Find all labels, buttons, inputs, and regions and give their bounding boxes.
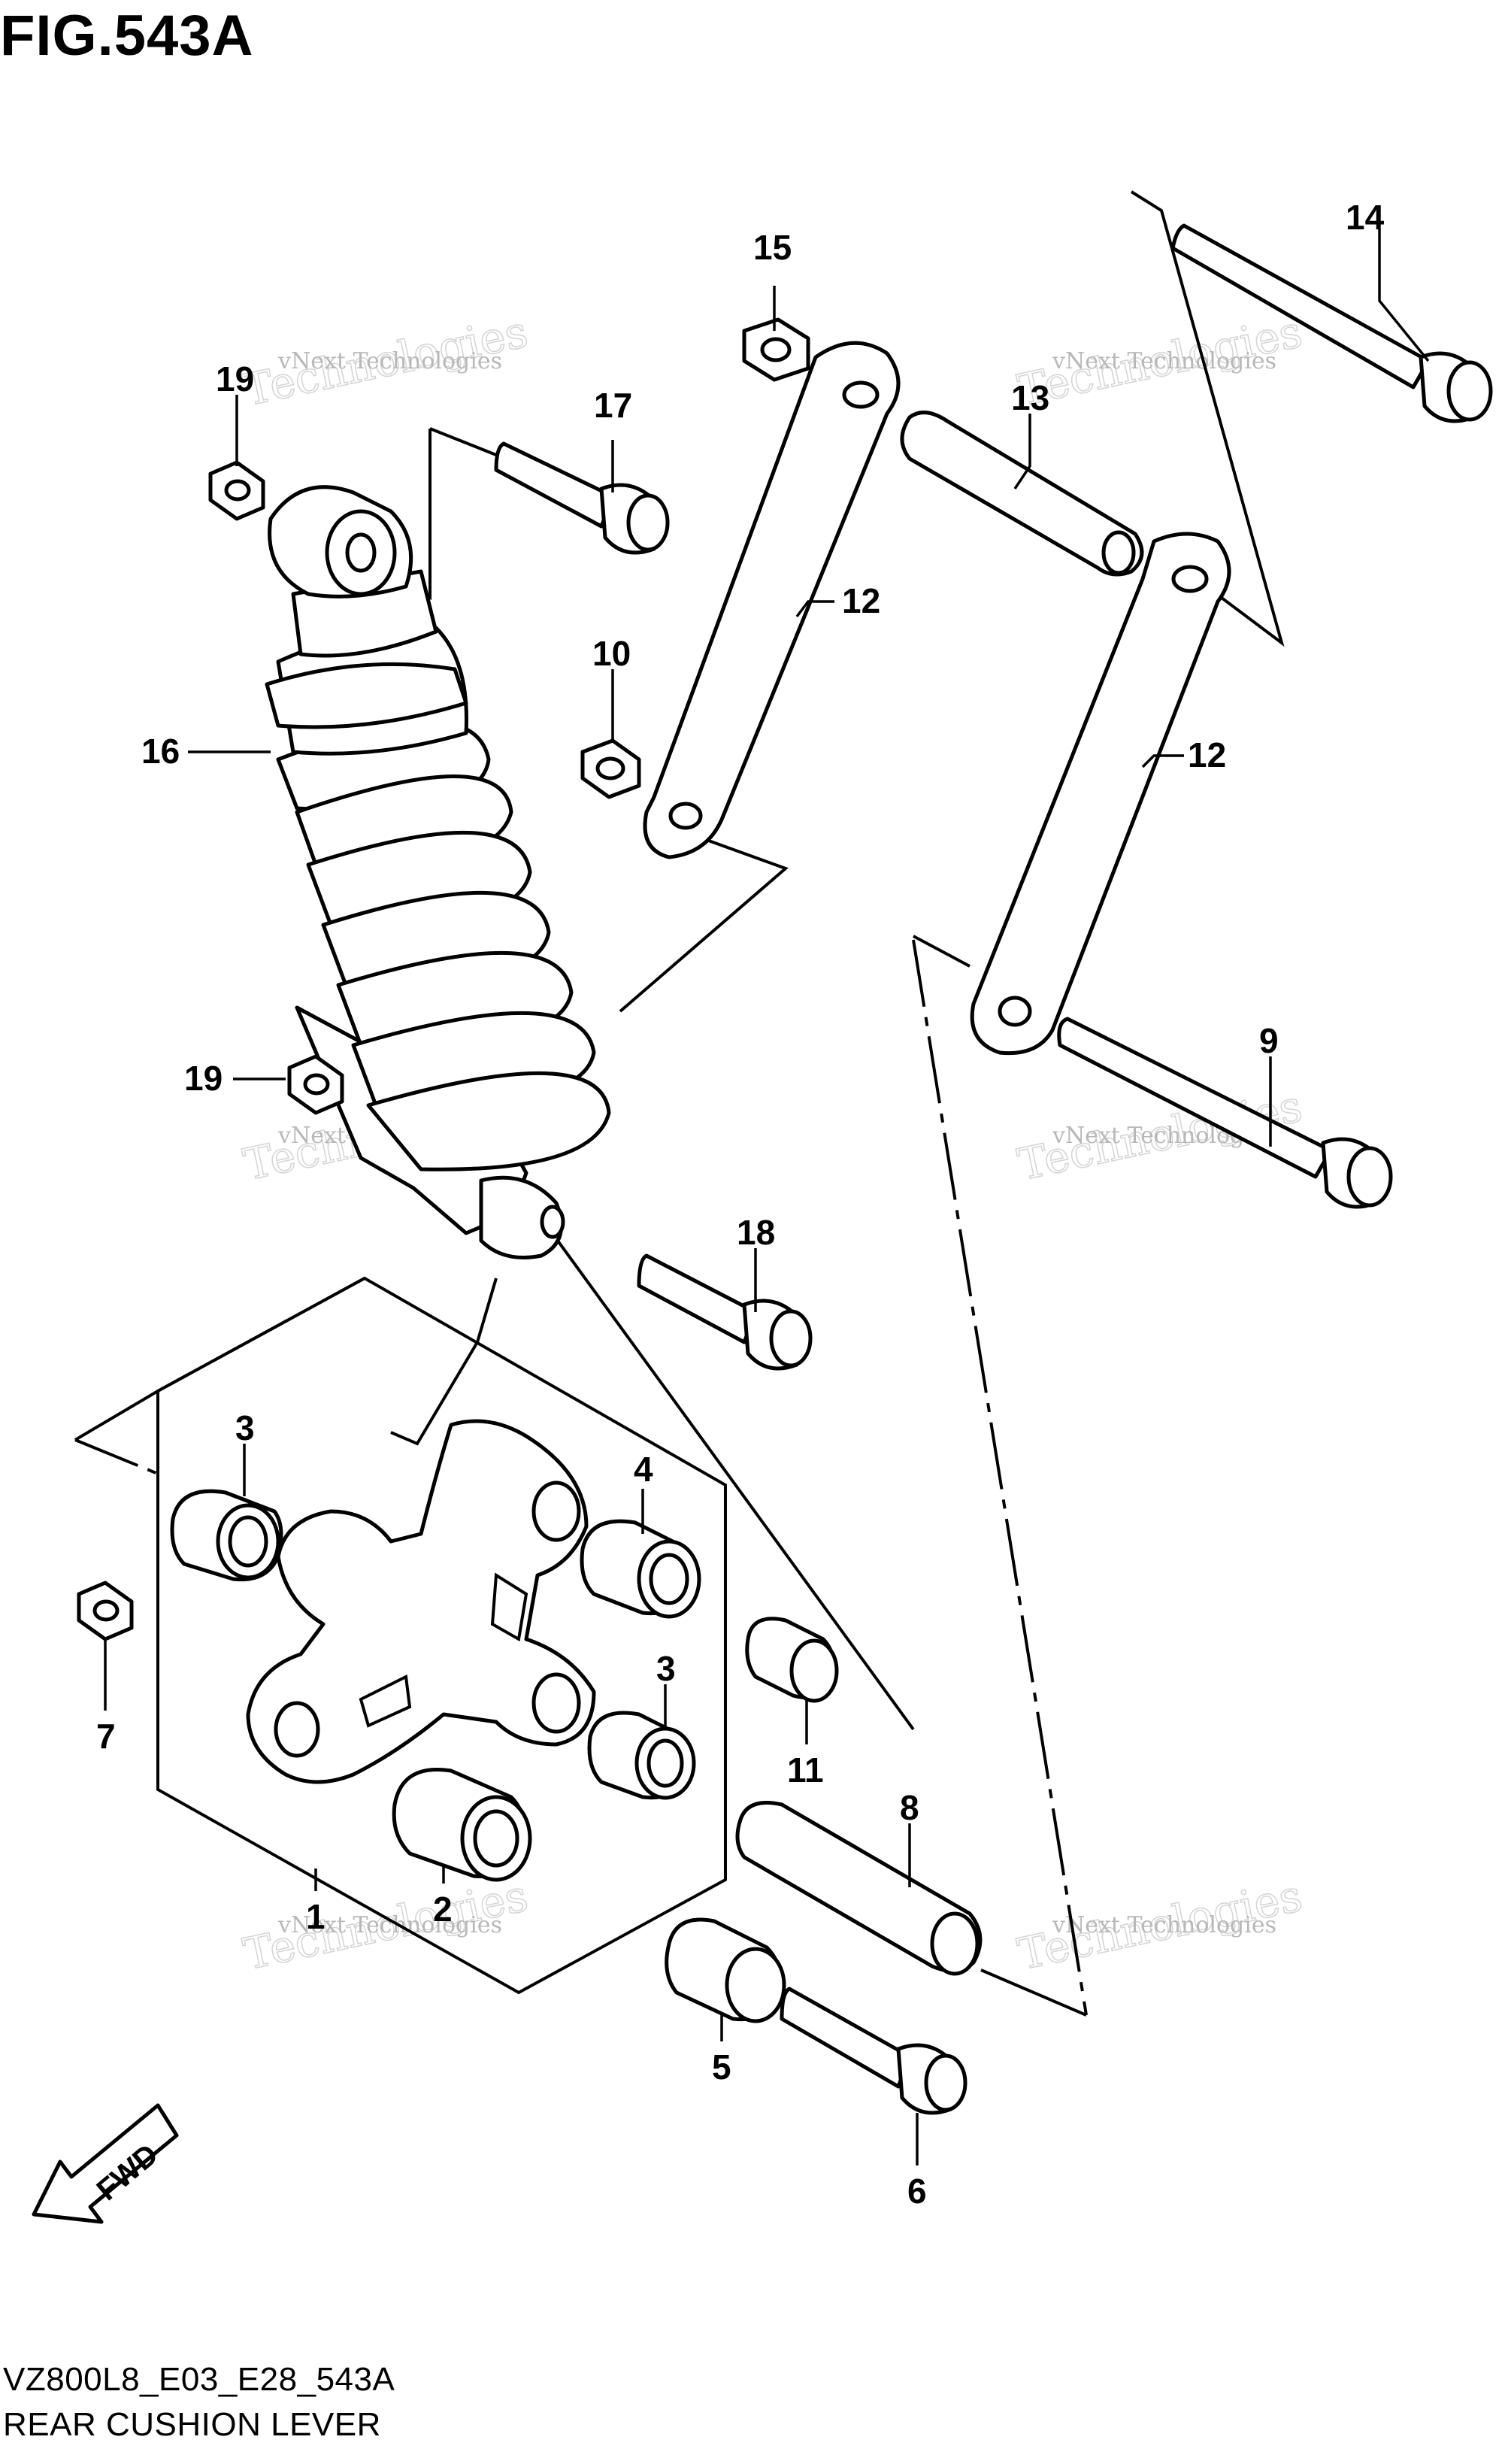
callout-17: 17 xyxy=(594,386,632,425)
callout-18: 18 xyxy=(737,1213,775,1252)
lever-hole-left xyxy=(274,1701,320,1758)
outline-bolt17-guide xyxy=(429,427,497,456)
callout-19-lower: 19 xyxy=(184,1059,223,1098)
callout-3-left: 3 xyxy=(235,1408,255,1447)
shock-top-eye-hole xyxy=(345,532,377,573)
spacer-13-end xyxy=(1101,530,1136,575)
callout-7: 7 xyxy=(96,1717,116,1756)
outline-center-dashed xyxy=(476,1277,498,1343)
spacer-13 xyxy=(900,411,1144,577)
washer-19-upper xyxy=(208,460,265,521)
outline-dashed-long xyxy=(912,939,1088,2016)
bolt-9 xyxy=(1057,1017,1393,1209)
watermark-small: vNext Technologies xyxy=(1052,1912,1276,1938)
callout-labels: 14 15 13 17 19 12 12 10 16 9 19 18 3 4 3… xyxy=(96,198,1385,2211)
cushion-link-lower-hole-bottom xyxy=(998,996,1032,1027)
bolt-17 xyxy=(494,441,670,555)
nut-10 xyxy=(580,738,641,799)
nut-7 xyxy=(77,1581,134,1641)
nut-15 xyxy=(742,317,810,382)
callout-10: 10 xyxy=(592,634,631,673)
callout-4: 4 xyxy=(634,1450,653,1489)
outline-link-bracket-lower xyxy=(913,935,971,968)
watermark-top-left: Technologies vNext Technologies xyxy=(238,305,532,417)
watermark-small: vNext Technologies xyxy=(277,1912,502,1938)
callout-12-lower: 12 xyxy=(1188,735,1226,774)
watermark-small: vNext Technologies xyxy=(1052,348,1276,374)
figure-title: FIG.543A xyxy=(0,4,254,68)
spacer-5 xyxy=(665,1917,786,2023)
cushion-lever xyxy=(246,1419,596,1784)
lever-hole-lower-right xyxy=(531,1672,581,1734)
figure-name: REAR CUSHION LEVER xyxy=(3,2406,381,2443)
outline-center-link xyxy=(390,1341,479,1446)
bearing-3-right xyxy=(587,1711,696,1800)
spacer-8 xyxy=(735,1801,983,1976)
bearing-4 xyxy=(580,1519,701,1619)
cushion-link-lower-hole-top xyxy=(1171,565,1209,593)
callout-9: 9 xyxy=(1259,1021,1279,1060)
cushion-link-lower xyxy=(970,532,1231,1056)
callout-12-upper: 12 xyxy=(842,581,880,620)
callout-3-right: 3 xyxy=(656,1649,676,1688)
rear-shock-absorber xyxy=(265,485,611,1259)
cushion-link-upper-hole-top xyxy=(842,380,880,409)
washer-19-lower xyxy=(287,1054,344,1115)
cushion-link-upper-hole-bottom xyxy=(668,802,703,830)
lever-slot xyxy=(490,1572,528,1642)
callout-19-upper: 19 xyxy=(216,359,254,399)
callout-15: 15 xyxy=(753,228,792,267)
bearing-3-left xyxy=(170,1489,283,1582)
watermark-small: vNext Technologies xyxy=(277,348,502,374)
callout-1: 1 xyxy=(306,1897,326,1936)
fwd-arrow: FWD xyxy=(32,2103,179,2224)
watermark-top-right: Technologies vNext Technologies xyxy=(1013,305,1307,417)
callout-11: 11 xyxy=(787,1750,824,1790)
outline-right-diagonal xyxy=(540,1217,915,1731)
shock-spring-collar xyxy=(265,662,468,729)
callout-14: 14 xyxy=(1346,198,1385,237)
spacer-11 xyxy=(745,1617,839,1703)
callout-16: 16 xyxy=(141,732,180,771)
bolt-6 xyxy=(780,1987,967,2115)
callout-2: 2 xyxy=(433,1890,453,1929)
lever-hole-right xyxy=(531,1481,581,1542)
outline-bottom-right xyxy=(980,1968,1087,2017)
leader-lines xyxy=(104,229,1430,2165)
bolt-18 xyxy=(637,1253,813,1371)
callout-6: 6 xyxy=(907,2172,927,2211)
shock-lower-eye-hole xyxy=(540,1205,565,1239)
callout-5: 5 xyxy=(712,2047,731,2087)
outline-link-bracket-right xyxy=(1130,190,1285,647)
lever-slot-lower xyxy=(359,1674,412,1728)
outline-link-bracket-mid xyxy=(619,818,789,1013)
lever-group-box xyxy=(156,1276,727,1995)
bearing-2 xyxy=(392,1768,532,1882)
outline-left-dashed xyxy=(74,1438,159,1475)
callout-13: 13 xyxy=(1011,378,1049,417)
cushion-link-upper xyxy=(643,341,901,859)
bolt-14 xyxy=(1170,223,1493,423)
watermark-bottom-right: Technologies vNext Technologies xyxy=(1013,1869,1307,1981)
figure-code: VZ800L8_E03_E28_543A xyxy=(3,2361,395,2398)
callout-8: 8 xyxy=(900,1788,919,1827)
